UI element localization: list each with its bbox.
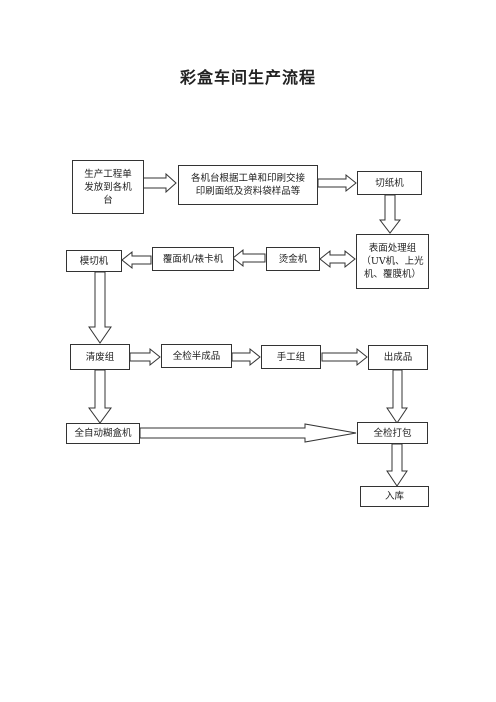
node-laminating: 覆面机/裱卡机 (152, 247, 234, 271)
arrow-pack-to-warehouse (386, 443, 408, 487)
arrow-semi-to-manual (231, 347, 261, 367)
arrow-manual-to-finished (321, 347, 368, 367)
node-engineering-order: 生产工程单 发放到各机 台 (72, 160, 144, 214)
arrow-waste-to-gluer (88, 369, 112, 424)
node-semi-inspection: 全检半成品 (161, 344, 232, 368)
arrow-print-to-cutter (317, 173, 357, 193)
node-waste-stripping: 清废组 (70, 344, 130, 370)
node-die-cutting: 模切机 (66, 250, 122, 272)
arrow-laminating-to-diecut (121, 250, 152, 270)
node-finished-goods: 出成品 (368, 345, 428, 370)
node-surface-treatment: 表面处理组 （UV机、上光 机、覆膜机） (356, 234, 429, 289)
arrow-gluer-to-pack (139, 423, 357, 443)
arrow-order-to-print (142, 172, 177, 194)
arrow-surface-hotstamp (319, 249, 356, 269)
node-auto-gluer: 全自动糊盒机 (66, 423, 140, 444)
node-manual-group: 手工组 (261, 345, 321, 369)
arrow-finished-to-pack (386, 369, 408, 424)
node-paper-cutter: 切纸机 (357, 171, 422, 195)
node-inspect-pack: 全检打包 (357, 422, 428, 444)
arrow-diecut-to-waste (88, 271, 112, 344)
node-print-handover: 各机台根据工单和印刷交接 印刷面纸及资料袋样品等 (178, 165, 318, 205)
node-hot-stamping: 烫金机 (266, 247, 320, 271)
arrow-hotstamp-to-laminating (232, 248, 266, 268)
arrow-waste-to-semi (129, 347, 161, 367)
node-warehouse: 入库 (360, 486, 429, 507)
page-title: 彩盒车间生产流程 (179, 68, 316, 87)
arrow-cutter-to-surface (378, 194, 402, 234)
